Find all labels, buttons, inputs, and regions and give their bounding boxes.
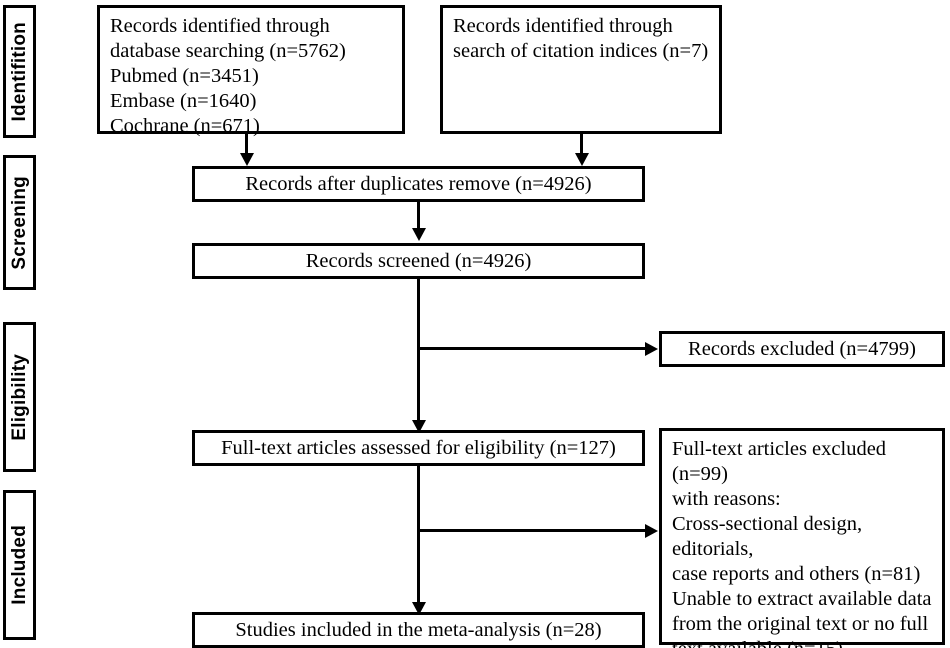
box-studies-included: Studies included in the meta-analysis (n… bbox=[192, 612, 645, 648]
arrowhead-citation-to-duplicates bbox=[575, 153, 589, 166]
arrowhead-screened-to-excluded bbox=[645, 342, 658, 356]
box-fulltext-excluded: Full-text articles excluded (n=99) with … bbox=[659, 428, 945, 648]
box-fulltext-assessed-text: Full-text articles assessed for eligibil… bbox=[221, 436, 616, 459]
stage-label-included: Included bbox=[3, 490, 36, 640]
box-database-search: Records identified through database sear… bbox=[97, 5, 405, 137]
connector-fulltext-trunk bbox=[417, 466, 420, 607]
stage-label-screening: Screening bbox=[3, 155, 36, 290]
box-citation-search-text: Records identified through search of cit… bbox=[453, 15, 709, 62]
stage-label-identification: Identifition bbox=[3, 5, 36, 138]
box-fulltext-assessed: Full-text articles assessed for eligibil… bbox=[192, 430, 645, 466]
box-citation-search: Records identified through search of cit… bbox=[440, 5, 722, 134]
connector-citation-to-duplicates bbox=[580, 134, 583, 156]
connector-screened-trunk bbox=[417, 279, 420, 425]
arrowhead-fulltext-to-included bbox=[412, 602, 426, 615]
connector-fulltext-to-excluded bbox=[417, 529, 647, 532]
arrowhead-screened-to-fulltext bbox=[412, 420, 426, 433]
connector-duplicates-to-screened bbox=[417, 202, 420, 230]
stage-label-screening-text: Screening bbox=[9, 175, 30, 270]
box-database-search-text: Records identified through database sear… bbox=[110, 15, 346, 137]
connector-screened-to-excluded bbox=[417, 347, 647, 350]
connector-database-to-duplicates bbox=[245, 134, 248, 156]
box-studies-included-text: Studies included in the meta-analysis (n… bbox=[235, 618, 602, 641]
stage-label-identification-text: Identifition bbox=[9, 21, 30, 122]
box-records-excluded-text: Records excluded (n=4799) bbox=[688, 337, 916, 360]
box-duplicates-removed-text: Records after duplicates remove (n=4926) bbox=[245, 172, 592, 195]
stage-label-included-text: Included bbox=[9, 525, 30, 605]
stage-label-eligibility-text: Eligibility bbox=[9, 353, 30, 441]
arrowhead-database-to-duplicates bbox=[240, 153, 254, 166]
box-records-screened-text: Records screened (n=4926) bbox=[305, 249, 532, 272]
box-duplicates-removed: Records after duplicates remove (n=4926) bbox=[192, 166, 645, 202]
box-records-screened: Records screened (n=4926) bbox=[192, 243, 645, 279]
arrowhead-fulltext-to-excluded bbox=[645, 524, 658, 538]
arrowhead-duplicates-to-screened bbox=[412, 228, 426, 241]
box-records-excluded: Records excluded (n=4799) bbox=[659, 331, 945, 367]
box-fulltext-excluded-text: Full-text articles excluded (n=99) with … bbox=[672, 438, 932, 648]
stage-label-eligibility: Eligibility bbox=[3, 322, 36, 472]
